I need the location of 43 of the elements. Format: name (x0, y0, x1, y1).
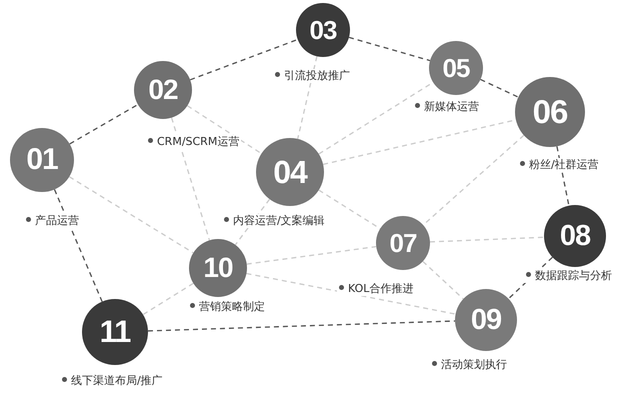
step-caption: 引流投放推广 (273, 69, 352, 83)
step-number: 03 (310, 14, 336, 46)
number-circle (376, 216, 430, 270)
number-circle (256, 138, 324, 206)
step-number: 05 (442, 52, 470, 84)
dashed-connector (422, 260, 464, 300)
dashed-connector (297, 56, 318, 140)
step-number: 01 (26, 143, 58, 177)
dashed-connector (430, 236, 544, 243)
step-caption: CRM/SCRM运营 (146, 135, 242, 149)
step-caption: KOL合作推进 (337, 282, 416, 296)
dashed-connector (190, 38, 298, 80)
step-number: 06 (532, 93, 568, 131)
dashed-connector (68, 176, 194, 254)
dashed-connector (480, 78, 519, 98)
step-caption: 活动策划执行 (430, 358, 509, 372)
step-caption: 新媒体运营 (413, 100, 481, 114)
dashed-connector (69, 104, 138, 145)
dashed-connector (142, 282, 194, 316)
step-number: 10 (203, 252, 233, 284)
number-circle (296, 3, 350, 57)
step-number: 04 (273, 154, 307, 190)
step-caption: 营销策略制定 (188, 300, 267, 314)
number-circle (455, 289, 517, 351)
step-number: 11 (100, 314, 130, 350)
step-caption: 产品运营 (24, 214, 81, 228)
dashed-connector (234, 198, 270, 246)
step-number: 08 (560, 220, 590, 252)
dashed-connector (187, 105, 262, 154)
step-caption: 内容运营/文案编辑 (222, 214, 327, 228)
step-caption: 线下渠道布局/推广 (60, 374, 165, 388)
dashed-connector (556, 146, 570, 206)
number-circle (429, 41, 483, 95)
dashed-connector (348, 36, 430, 62)
step-number: 02 (148, 74, 178, 106)
step-number: 07 (390, 228, 416, 258)
step-number: 09 (470, 304, 502, 336)
dashed-connector (246, 246, 376, 265)
step-caption: 粉丝/社群运营 (518, 158, 601, 172)
step-caption: 数据跟踪与分析 (524, 269, 614, 283)
dashed-connector (170, 118, 210, 240)
dashed-connector (246, 272, 456, 315)
dashed-connector (148, 320, 456, 332)
